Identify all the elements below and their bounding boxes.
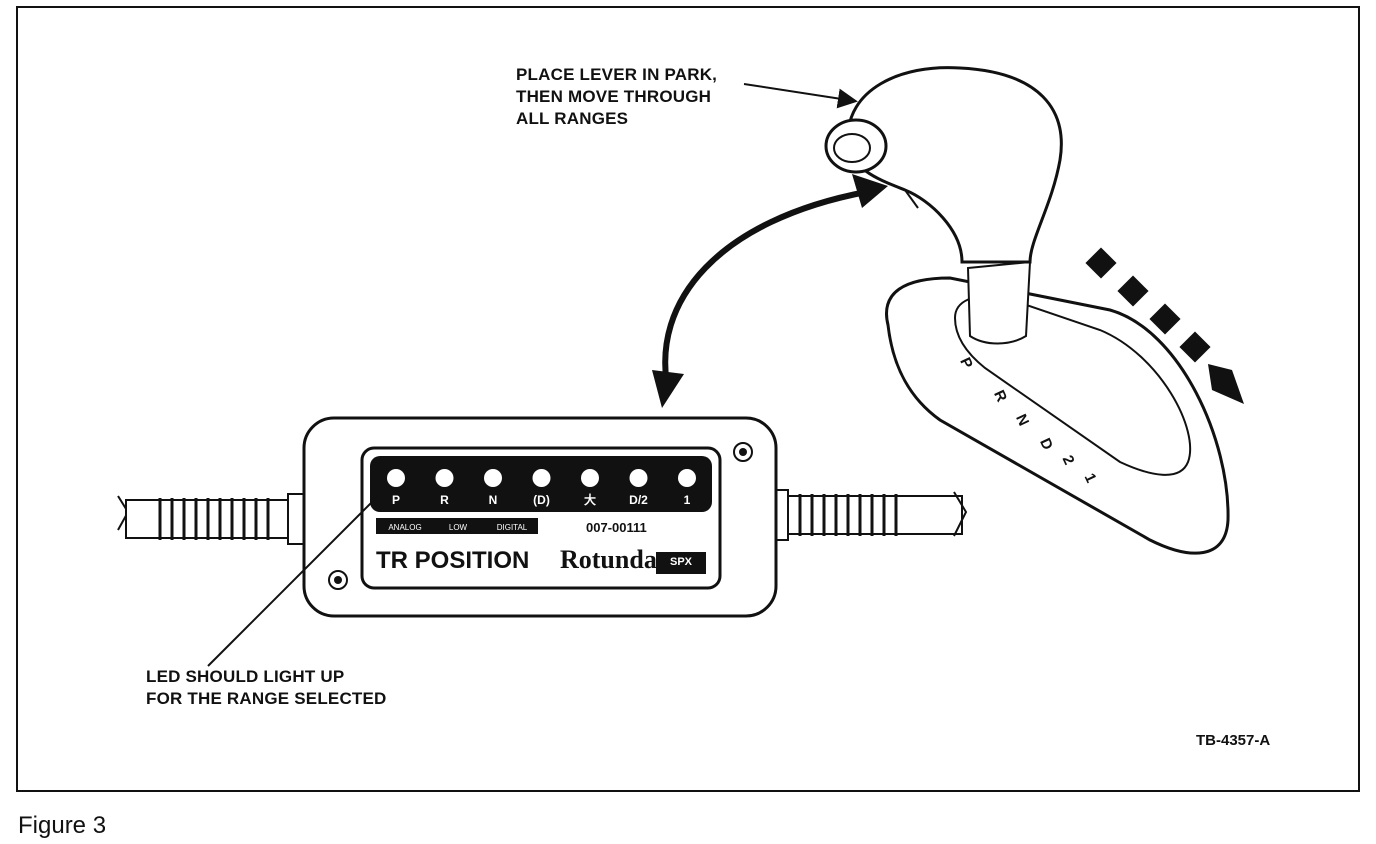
double-arrow-head-top bbox=[852, 174, 888, 208]
led-label-2: R bbox=[440, 493, 449, 507]
led-4 bbox=[532, 469, 551, 487]
lever-callout-line-2: THEN MOVE THROUGH bbox=[516, 87, 712, 106]
led-instruction-callout: LED SHOULD LIGHT UP FOR THE RANGE SELECT… bbox=[146, 666, 387, 710]
mode-label-2: LOW bbox=[449, 523, 468, 532]
lever-callout-line-1: PLACE LEVER IN PARK, bbox=[516, 65, 718, 84]
part-number: 007-00111 bbox=[586, 520, 647, 535]
tr-position-tester bbox=[302, 416, 778, 618]
direction-arrow bbox=[1085, 247, 1244, 404]
led-2 bbox=[435, 469, 454, 487]
led-label-6: D/2 bbox=[629, 493, 648, 507]
led-label-5: 大 bbox=[584, 492, 596, 507]
brand-badge: SPX bbox=[669, 556, 692, 568]
mode-strip bbox=[376, 518, 538, 534]
double-arrow-head-bottom bbox=[652, 370, 684, 408]
led-3 bbox=[484, 469, 502, 487]
led-label-1: P bbox=[392, 493, 400, 507]
led-label-7: 1 bbox=[684, 493, 691, 507]
led-6 bbox=[629, 469, 648, 487]
tester-title: TR POSITION bbox=[376, 547, 530, 574]
left-cable bbox=[117, 493, 307, 545]
led-label-3: N bbox=[489, 493, 498, 507]
brand-badge-bg bbox=[656, 552, 706, 574]
right-cable bbox=[769, 489, 968, 541]
figure-reference: TB-4357-A bbox=[1196, 732, 1271, 749]
lever-instruction-callout: PLACE LEVER IN PARK, THEN MOVE THROUGH A… bbox=[516, 64, 717, 130]
led-5 bbox=[581, 469, 599, 487]
mode-label-1: ANALOG bbox=[388, 523, 421, 532]
led-label-4: (D) bbox=[533, 493, 550, 507]
led-callout-line-1: LED SHOULD LIGHT UP bbox=[146, 667, 345, 686]
led-7 bbox=[678, 469, 696, 487]
brand-name: Rotunda bbox=[560, 545, 657, 574]
lever-leader-line bbox=[743, 83, 858, 109]
lever-callout-line-3: ALL RANGES bbox=[516, 109, 629, 128]
led-leader-line bbox=[207, 489, 385, 667]
led-callout-line-2: FOR THE RANGE SELECTED bbox=[146, 689, 387, 708]
diagram-frame bbox=[16, 6, 1360, 792]
double-arrow bbox=[662, 189, 867, 391]
figure-caption: Figure 3 bbox=[18, 812, 107, 839]
gear-shifter bbox=[824, 66, 1230, 555]
mode-label-3: DIGITAL bbox=[497, 523, 528, 532]
led-1 bbox=[387, 469, 405, 487]
